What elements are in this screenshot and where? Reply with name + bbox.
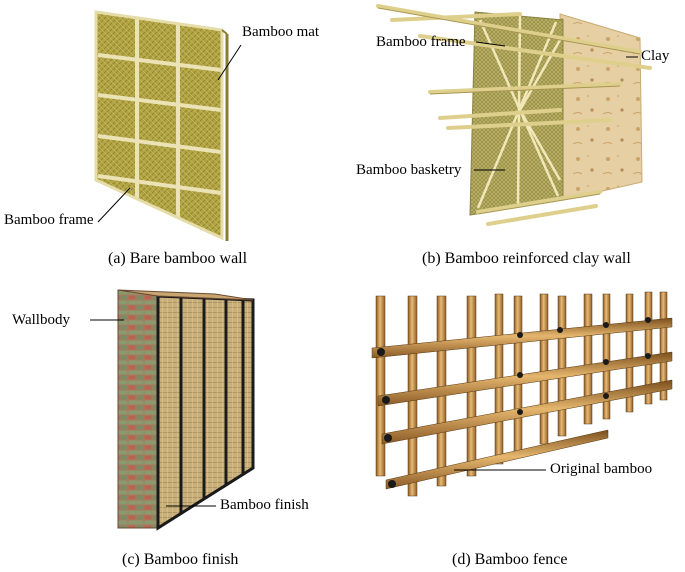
label-original-bamboo: Original bamboo	[550, 461, 652, 478]
label-bamboo-basketry: Bamboo basketry	[356, 162, 461, 179]
caption-d: (d) Bamboo fence	[452, 551, 568, 569]
label-bamboo-finish: Bamboo finish	[220, 497, 309, 514]
label-bamboo-mat: Bamboo mat	[242, 24, 319, 41]
panel-a-illustration	[96, 12, 241, 241]
label-clay: Clay	[641, 48, 669, 65]
label-bamboo-frame-a: Bamboo frame	[4, 212, 94, 229]
label-wallbody: Wallbody	[12, 312, 70, 329]
caption-c: (c) Bamboo finish	[122, 551, 238, 569]
caption-a: (a) Bare bamboo wall	[108, 250, 247, 268]
caption-b: (b) Bamboo reinforced clay wall	[422, 250, 631, 268]
panel-c-illustration	[90, 290, 253, 528]
label-bamboo-frame-b: Bamboo frame	[376, 34, 466, 51]
